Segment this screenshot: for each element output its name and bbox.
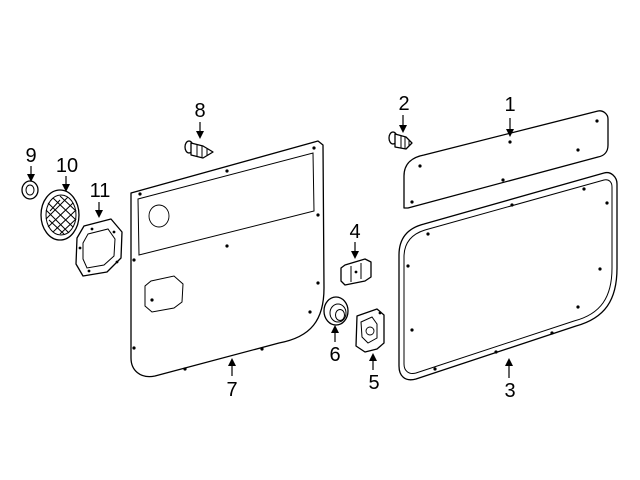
callout-label-4: 4 (349, 221, 360, 243)
callout-label-2: 2 (398, 93, 409, 115)
push-pin-retainer-left (184, 140, 214, 159)
door-trim-panel (130, 140, 325, 378)
speaker-grille (40, 189, 80, 241)
latch-bracket (340, 258, 372, 286)
callout-label-3: 3 (504, 380, 515, 402)
callout-label-5: 5 (368, 372, 379, 394)
callout-label-6: 6 (329, 344, 340, 366)
callout-label-1: 1 (504, 94, 515, 116)
panel-fastener-dots (132, 146, 320, 371)
callout-label-10: 10 (56, 155, 78, 177)
callout-label-9: 9 (25, 145, 36, 167)
lower-trim-panel (398, 171, 618, 381)
push-pin-retainer-right (388, 131, 413, 150)
speaker-adapter-plate (75, 218, 123, 277)
callout-label-7: 7 (226, 379, 237, 401)
handle-bracket (355, 308, 385, 353)
grommet-plug (323, 296, 349, 326)
callout-labels: 1 2 3 4 5 6 7 8 9 10 11 (25, 93, 515, 402)
upper-trim-panel (403, 110, 609, 209)
callout-leaders (27, 115, 514, 378)
callout-label-8: 8 (194, 100, 205, 122)
callout-label-11: 11 (90, 180, 111, 202)
ring-washer (21, 180, 39, 200)
